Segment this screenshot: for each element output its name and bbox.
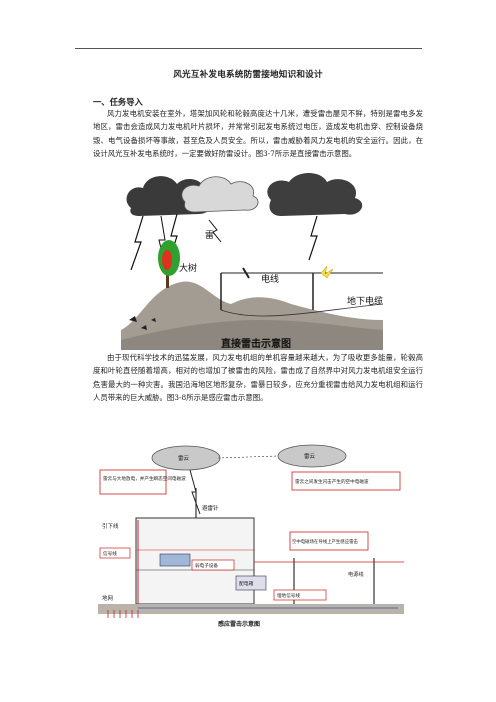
note-right: 雷云之间发生闪击产生的空中电磁波 [295,478,369,485]
label-cable: 地下电缆 [347,295,383,307]
note-field: 空中电磁场在导线上产生感应雷击 [292,538,358,545]
paragraph-1: 风力发电机安装在室外，塔架加风轮和轮毂高度达十几米，遭受雷击屡见不鲜，特别是雷电… [93,109,423,158]
label-signal: 信号线 [103,550,117,557]
document-title: 风光互补发电系统防雷接地知识和设计 [173,70,323,80]
bolt-right [308,215,318,261]
label-line: 电线 [261,273,279,285]
label-tree: 大树 [179,262,197,274]
label-box: 配电箱 [239,580,254,587]
cloud-center [181,176,259,213]
figure-induced-lightning: 雷云 雷云 雷云与大地放电，并产生瞬态空间电磁波 雷云之间发生闪击产生的空中电磁… [98,440,404,630]
label-lightning: 雷 [205,230,214,241]
bolt-small [208,219,222,243]
svg-text:雷云: 雷云 [178,455,190,462]
figure-2-caption: 感应雷击示意图 [218,620,260,628]
header-rule [75,48,422,49]
label-ground: 地网 [102,594,114,602]
strike-point [320,265,334,279]
note-left: 雷云与大地放电，并产生瞬态空间电磁波 [103,475,186,482]
bolt-left [130,215,144,271]
figure-1-caption: 直接雷击示意图 [221,337,291,350]
label-down: 引下线 [102,522,119,530]
cloud-right [267,173,363,216]
label-rod: 避雷针 [202,504,219,512]
label-power: 电源线 [348,570,364,578]
label-buried: 埋地信号线 [277,592,300,599]
paragraph-2: 由于现代科学技术的迅猛发展，风力发电机组的单机容量越来越大，为了吸收更多能量，轮… [93,353,423,402]
figure-direct-lightning: 大树 雷 电线 地下电缆 直接雷击示意图 [121,173,383,350]
label-equip: 弱电子设备 [195,562,218,569]
section-heading: 一、任务导入 [93,97,143,107]
svg-text:雷云: 雷云 [304,453,316,460]
